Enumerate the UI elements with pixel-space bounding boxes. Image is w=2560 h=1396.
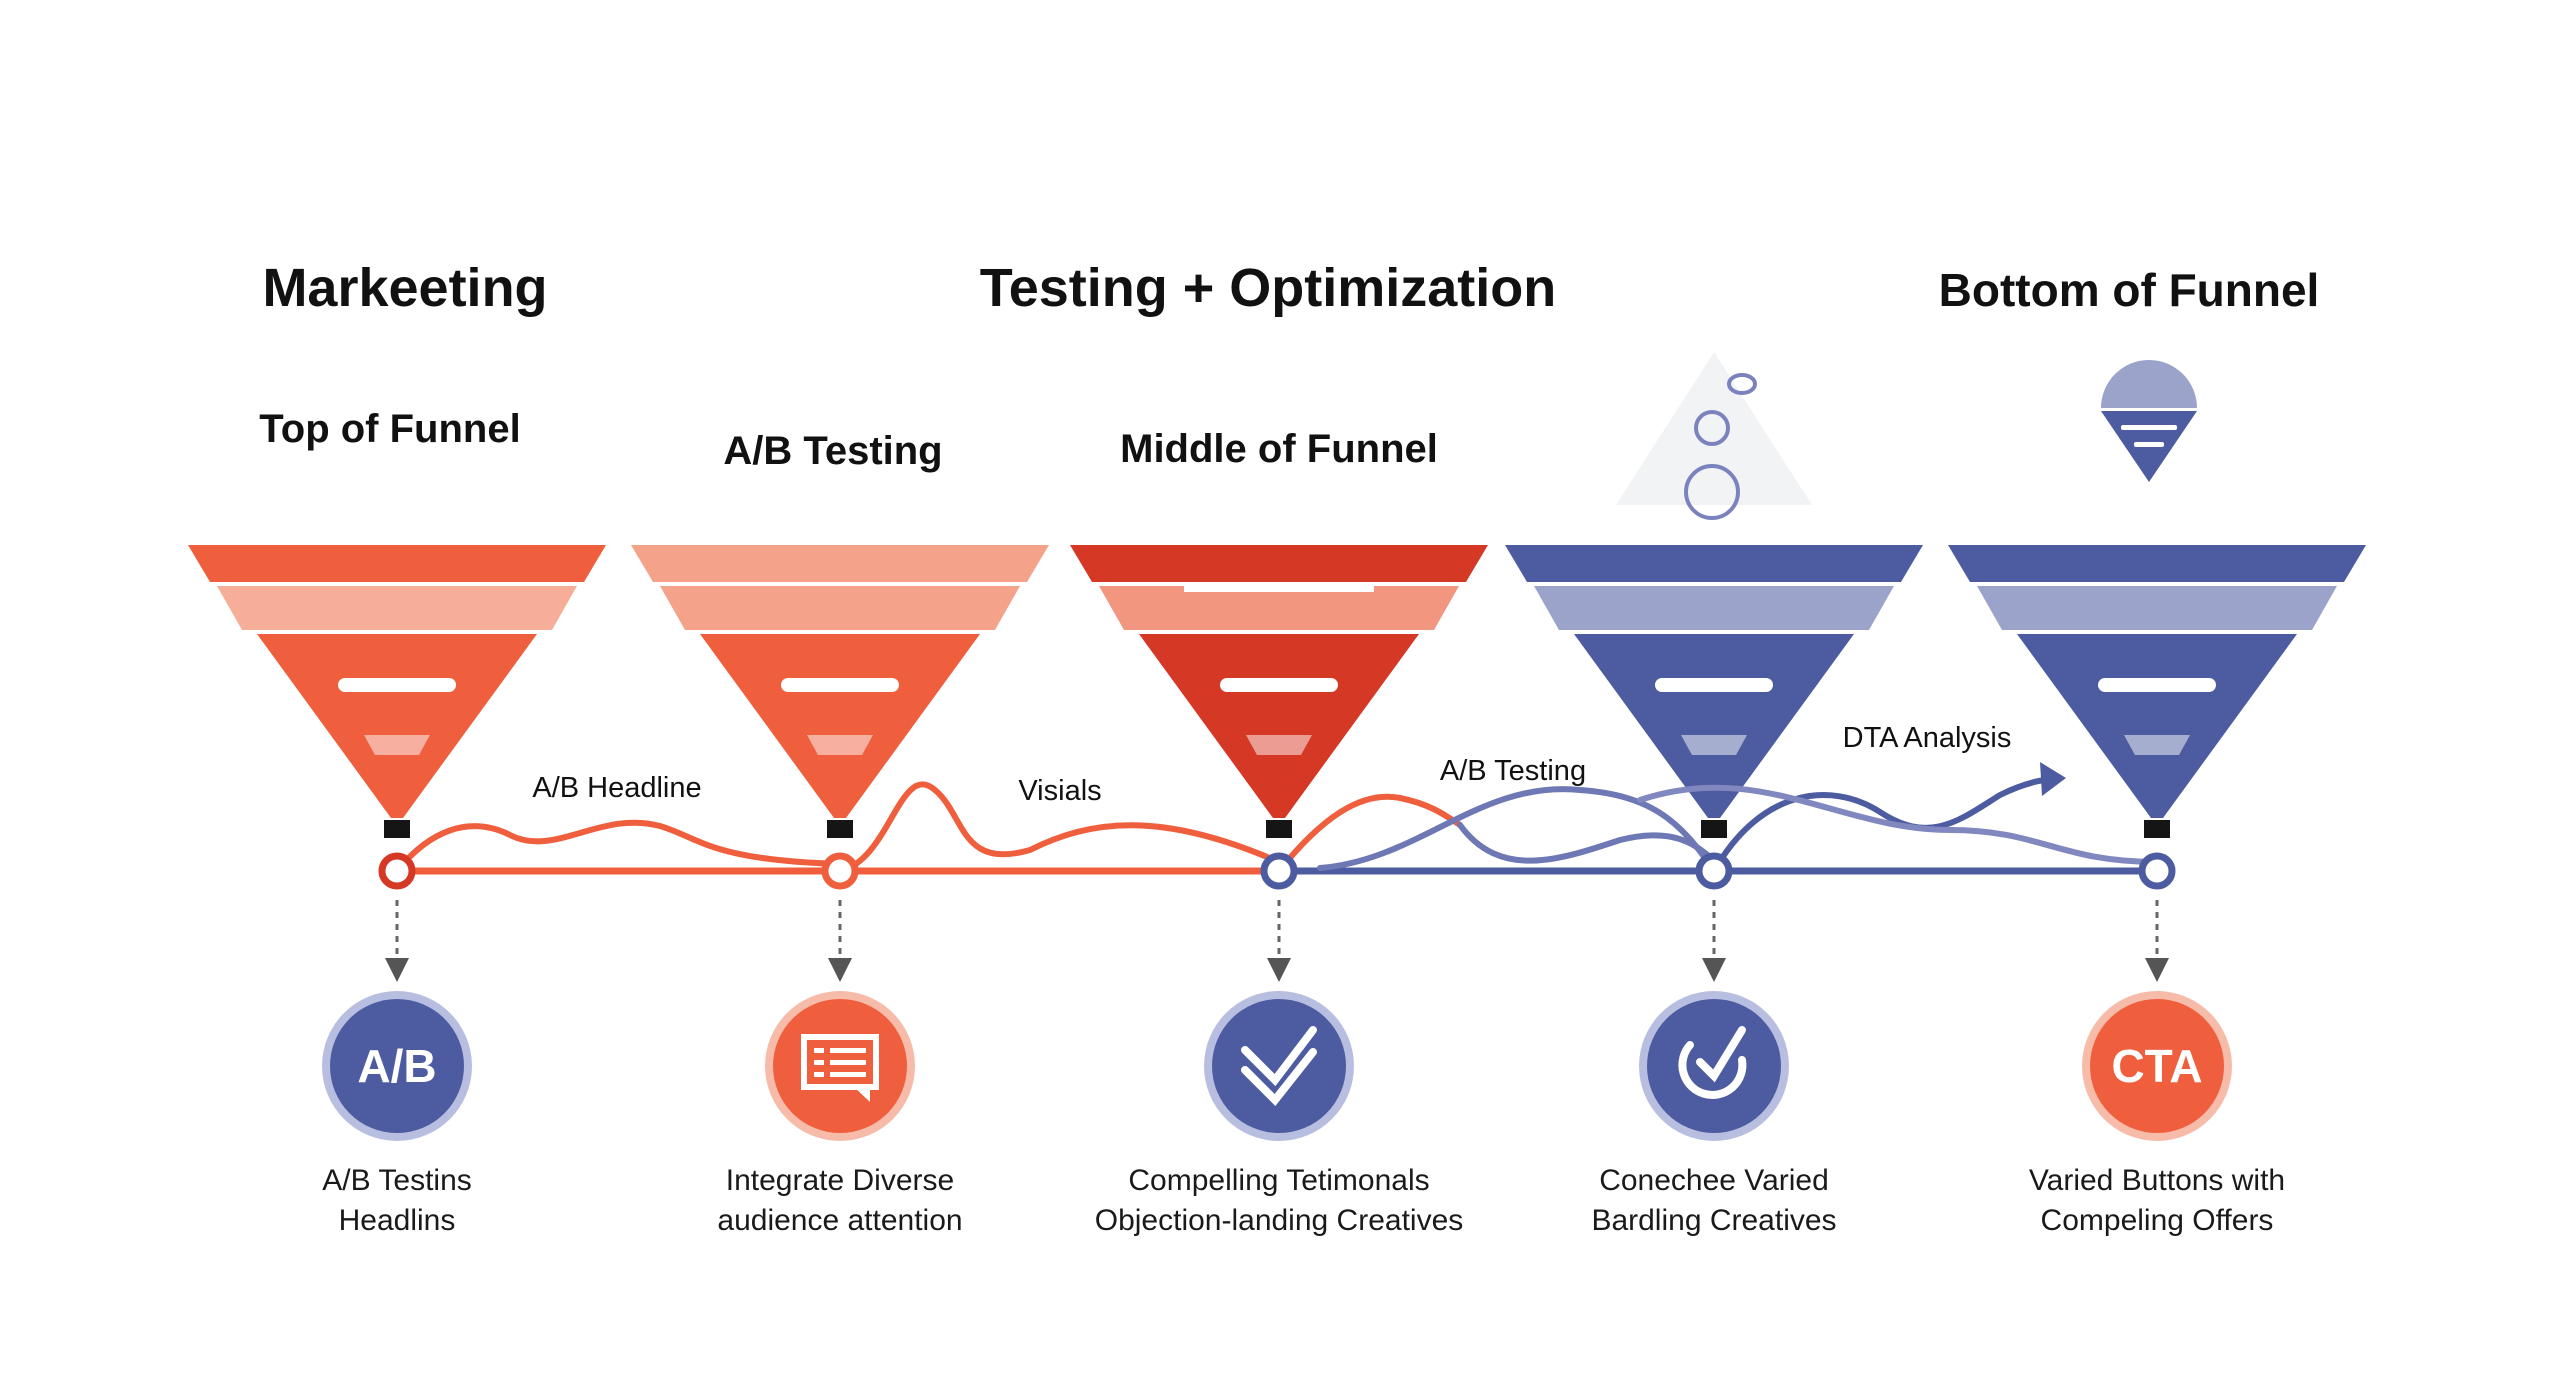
stage-label-line2: audience attention xyxy=(717,1204,962,1237)
subheading-middle-of-funnel: Middle of Funnel xyxy=(1120,427,1438,471)
ab-icon[interactable]: A/B xyxy=(322,991,472,1141)
curve-label-ab-testing: A/B Testing xyxy=(1440,755,1586,787)
stage-label-line2: Bardling Creatives xyxy=(1591,1204,1836,1237)
stage-label-line1: A/B Testins xyxy=(322,1164,472,1197)
heading-bottom-of-funnel: Bottom of Funnel xyxy=(1939,264,2320,316)
stage-label-line2: Compeling Offers xyxy=(2041,1204,2274,1237)
funnel-1 xyxy=(188,545,606,838)
flow-curves xyxy=(394,762,2160,874)
subheading-top-of-funnel: Top of Funnel xyxy=(259,407,520,451)
double-check-icon[interactable] xyxy=(1204,991,1354,1141)
subheading-ab-testing: A/B Testing xyxy=(723,429,942,473)
stage-label-line2: Objection-landing Creatives xyxy=(1095,1204,1464,1237)
heading-testing-optimization: Testing + Optimization xyxy=(980,258,1557,318)
stage-label-line2: Headlins xyxy=(339,1204,456,1237)
target-check-icon[interactable] xyxy=(1639,991,1789,1141)
bubbles-icon xyxy=(1616,352,1812,520)
curve-label-visials: Visials xyxy=(1018,775,1101,807)
funnel-3 xyxy=(1070,545,1488,838)
icon-text: CTA xyxy=(2111,1040,2202,1092)
timeline-node[interactable] xyxy=(378,852,416,890)
small-funnel-icon xyxy=(2101,360,2197,482)
stage-label-line1: Compelling Tetimonals xyxy=(1128,1164,1429,1197)
stage-2: Integrate Diverse audience attention xyxy=(717,852,963,1237)
curve-label-dta-analysis: DTA Analysis xyxy=(1843,722,2012,754)
funnel-4 xyxy=(1505,545,1923,838)
stage-label-line1: Integrate Diverse xyxy=(726,1164,954,1197)
stage-label-line1: Varied Buttons with xyxy=(2029,1164,2285,1197)
stage-label-line1: Conechee Varied xyxy=(1599,1164,1829,1197)
funnel-2 xyxy=(631,545,1049,838)
document-icon[interactable] xyxy=(765,991,915,1141)
curve-label-ab-headline: A/B Headline xyxy=(532,772,701,804)
timeline-node[interactable] xyxy=(2138,852,2176,890)
heading-marketing: Markeeting xyxy=(262,258,547,318)
timeline-node[interactable] xyxy=(1260,852,1298,890)
timeline-node[interactable] xyxy=(821,852,859,890)
funnel-5 xyxy=(1948,545,2366,838)
timeline-node[interactable] xyxy=(1695,852,1733,890)
icon-text: A/B xyxy=(357,1040,436,1092)
cta-icon[interactable]: CTA xyxy=(2082,991,2232,1141)
